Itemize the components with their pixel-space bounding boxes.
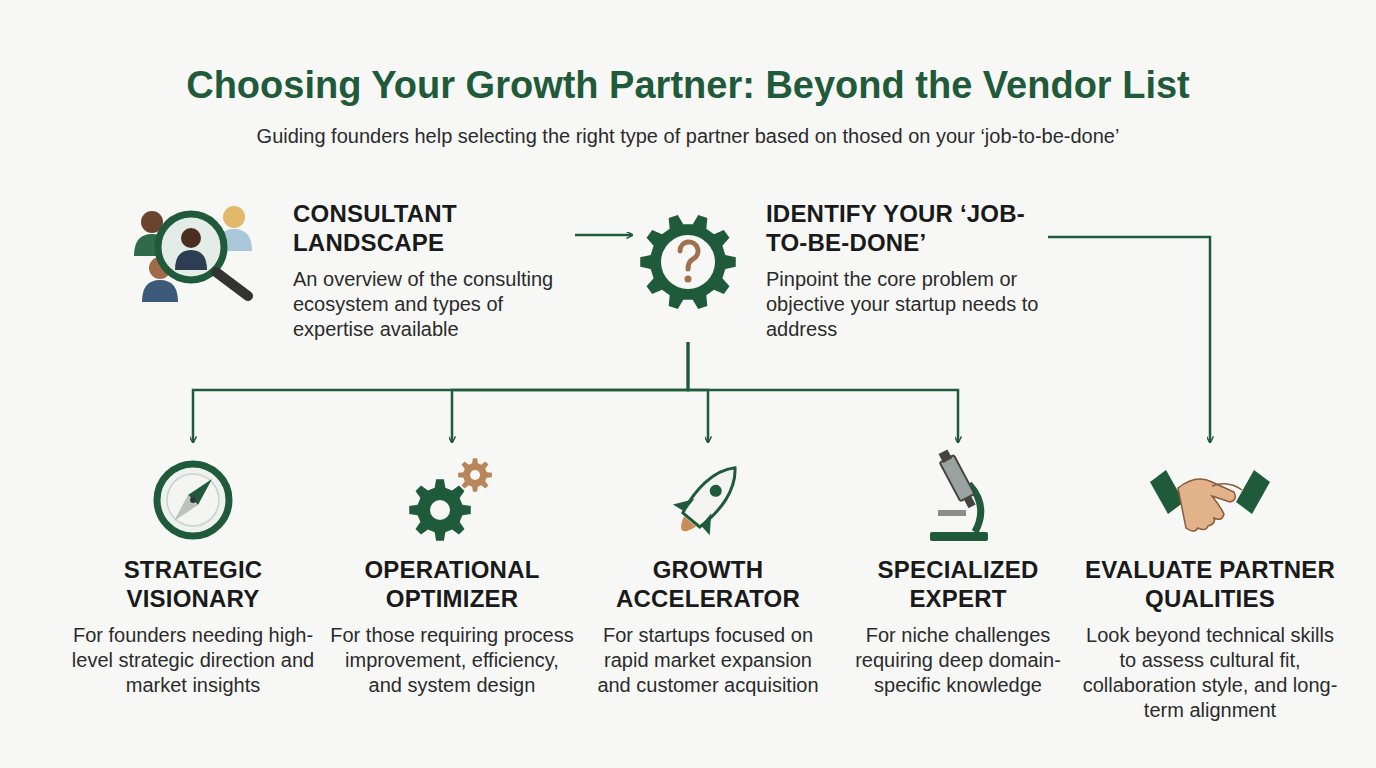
- block-heading: GROWTH ACCELERATOR: [585, 555, 831, 613]
- compass-icon-part: [157, 464, 229, 536]
- block-description: For startups focused on rapid market exp…: [585, 623, 831, 698]
- partner-type-block: OPERATIONAL OPTIMIZER For those requiring…: [329, 445, 575, 698]
- block-heading: STRATEGIC VISIONARY: [70, 555, 316, 613]
- compass-icon-part: [188, 479, 212, 505]
- compass-icon-part: [174, 495, 198, 521]
- rocket-icon-part: [700, 513, 722, 535]
- rocket-icon-part: [680, 459, 745, 529]
- gears-icon-part: [458, 458, 492, 492]
- flow-arrow: [688, 342, 708, 442]
- flow-arrow: [575, 234, 632, 237]
- step-block: IDENTIFY YOUR ‘JOB-TO-BE-DONE’ Pinpoint t…: [636, 195, 1048, 342]
- compass-icon-part: [167, 474, 219, 526]
- people-search-icon-part: [223, 206, 245, 228]
- microscope-icon-part: [930, 532, 988, 541]
- microscope-icon: [930, 448, 988, 541]
- rocket-icon-part: [673, 491, 695, 513]
- gears-icon-part: [409, 479, 471, 541]
- block-description: Pinpoint the core problem or objective y…: [766, 267, 1048, 342]
- diagram-title: Choosing Your Growth Partner: Beyond the…: [0, 64, 1376, 107]
- block-description: For those requiring process improvement,…: [329, 623, 575, 698]
- block-heading: CONSULTANT LANDSCAPE: [293, 199, 575, 257]
- people-search-icon-part: [181, 228, 201, 248]
- question-gear-icon: [640, 215, 736, 309]
- block-description: For niche challenges requiring deep doma…: [838, 623, 1078, 698]
- question-gear-icon-part: [680, 242, 698, 269]
- compass-icon-part: [190, 497, 196, 503]
- partner-type-block: EVALUATE PARTNER QUALITIES Look beyond te…: [1079, 445, 1341, 723]
- question-gear-icon-part: [661, 235, 715, 289]
- rocket-icon-part: [707, 482, 724, 499]
- handshake-icon-part: [1236, 470, 1270, 514]
- question-gear-icon-part: [685, 276, 692, 283]
- gears-icon-part: [430, 500, 450, 520]
- handshake-icon-part: [1178, 479, 1235, 531]
- handshake-icon: [1150, 470, 1270, 531]
- rocket-icon-part: [676, 516, 696, 535]
- flow-arrow: [452, 342, 688, 442]
- rocket-icon: [664, 452, 753, 546]
- people-search-icon-part: [175, 250, 207, 270]
- block-heading: IDENTIFY YOUR ‘JOB-TO-BE-DONE’: [766, 199, 1048, 257]
- block-description: For founders needing high-level strategi…: [70, 623, 316, 698]
- step-block: CONSULTANT LANDSCAPE An overview of the c…: [128, 193, 575, 342]
- microscope-icon-part: [936, 448, 979, 510]
- people-search-icon-part: [142, 280, 178, 302]
- block-description: An overview of the consulting ecosystem …: [293, 267, 575, 342]
- block-heading: OPERATIONAL OPTIMIZER: [329, 555, 575, 613]
- flow-arrow: [688, 342, 958, 442]
- partner-type-block: STRATEGIC VISIONARY For founders needing …: [70, 445, 316, 698]
- compass-icon: [157, 464, 229, 536]
- microscope-icon-part: [938, 510, 966, 516]
- people-search-icon-part: [216, 272, 248, 296]
- block-heading: EVALUATE PARTNER QUALITIES: [1079, 555, 1341, 613]
- gears-icon-part: [470, 470, 480, 480]
- handshake-icon-part: [1212, 484, 1242, 490]
- block-description: Look beyond technical skills to assess c…: [1079, 623, 1341, 723]
- block-heading: SPECIALIZED EXPERT: [838, 555, 1078, 613]
- diagram-subtitle: Guiding founders help selecting the righ…: [0, 125, 1376, 148]
- partner-type-block: GROWTH ACCELERATOR For startups focused o…: [585, 445, 831, 698]
- microscope-icon-part: [964, 496, 976, 509]
- gears-icon: [409, 458, 492, 541]
- question-gear-icon-part: [640, 215, 736, 309]
- people-search-icon: [134, 206, 252, 302]
- flow-arrow: [193, 342, 688, 442]
- flow-arrow: [1048, 237, 1210, 442]
- microscope-icon-part: [939, 449, 953, 463]
- partner-type-block: SPECIALIZED EXPERT For niche challenges r…: [838, 445, 1078, 698]
